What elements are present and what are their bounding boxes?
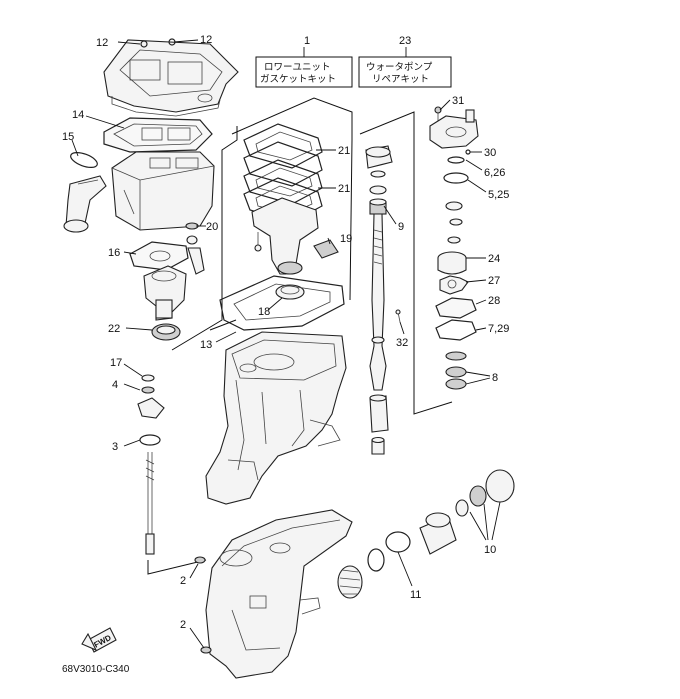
- gear-11: [337, 531, 411, 599]
- callout-7-29: 7,29: [488, 323, 509, 335]
- callout-12-left: 12: [96, 37, 108, 49]
- water-tube: [187, 247, 205, 275]
- callout-8: 8: [492, 372, 498, 384]
- gasket-14: [103, 117, 213, 153]
- gasket-stack: [243, 141, 323, 205]
- bearing-housing: [419, 512, 457, 555]
- gasket-7-29: [435, 319, 477, 341]
- callout-16: 16: [108, 247, 120, 259]
- callout-24: 24: [488, 253, 500, 265]
- bolt-20: [185, 222, 199, 245]
- extension-pipe: [143, 265, 187, 321]
- callout-2-lower: 2: [180, 619, 186, 631]
- callout-4: 4: [112, 379, 118, 391]
- callout-13: 13: [200, 339, 212, 351]
- bushing-4: [141, 386, 155, 394]
- callout-9: 9: [398, 221, 404, 233]
- seals-8: [445, 351, 467, 390]
- kit-line1: ロワーユニット: [264, 62, 331, 73]
- gasket-kit-label: 1 ロワーユニット ガスケットキット: [255, 35, 353, 88]
- drive-shaft-parts: [365, 145, 393, 455]
- callout-3: 3: [112, 441, 118, 453]
- mount-housing: [251, 197, 319, 275]
- callout-19: 19: [340, 233, 352, 245]
- callout-30: 30: [484, 147, 496, 159]
- callout-22: 22: [108, 323, 120, 335]
- callout-15: 15: [62, 131, 74, 143]
- callout-14: 14: [72, 109, 84, 121]
- exhaust-guide-plate: [103, 38, 239, 117]
- callout-20: 20: [206, 221, 218, 233]
- callout-11: 11: [410, 589, 421, 601]
- kit-line1: ウォータポンプ: [366, 62, 433, 73]
- diagram-code: 68V3010-C340: [62, 664, 130, 675]
- shift-rod-assembly: [137, 397, 165, 555]
- oil-pan: [111, 151, 215, 231]
- plate-28: [435, 297, 477, 319]
- impeller-27: [439, 275, 469, 295]
- gasket-16: [129, 241, 189, 271]
- callout-28: 28: [488, 295, 500, 307]
- callout-12-right: 12: [200, 34, 212, 46]
- strainer: [63, 175, 107, 233]
- water-pump-kit-label: 23 ウォータポンプ リペアキット: [358, 35, 452, 88]
- callout-21-upper: 21: [338, 145, 350, 157]
- upper-case: [205, 331, 347, 505]
- pin-32: [395, 309, 401, 323]
- fwd-arrow: FWD: [81, 627, 117, 653]
- kit-number-23: 23: [399, 35, 411, 47]
- callout-31: 31: [452, 95, 464, 107]
- seal-22: [151, 323, 181, 341]
- seal-15: [70, 152, 98, 168]
- kit-line2: リペアキット: [372, 74, 429, 85]
- callout-18: 18: [258, 306, 270, 318]
- callout-27: 27: [488, 275, 500, 287]
- callout-17: 17: [110, 357, 122, 369]
- impeller-cup-24: [437, 251, 467, 275]
- lower-case: [205, 509, 353, 679]
- callout-5-25: 5,25: [488, 189, 509, 201]
- part-19: [313, 239, 339, 259]
- callouts: 12 12 14 15 20 16 22 21 21 19 18 13 9 32…: [62, 34, 509, 631]
- callout-2-upper: 2: [180, 575, 186, 587]
- seals-10: [455, 469, 515, 517]
- kit-number-1: 1: [304, 35, 310, 47]
- leader-lines: [71, 39, 501, 649]
- pump-seals: [443, 149, 471, 184]
- callout-21-lower: 21: [338, 183, 350, 195]
- plug-17: [141, 374, 155, 382]
- gasket-13: [219, 275, 345, 331]
- bolt-2-upper: [194, 556, 206, 564]
- pump-insert: [445, 201, 463, 244]
- water-pump-housing-31: [429, 106, 479, 149]
- callout-32: 32: [396, 337, 408, 349]
- callout-6-26: 6,26: [484, 167, 505, 179]
- seal-18: [275, 284, 305, 300]
- kit-line2: ガスケットキット: [260, 74, 336, 85]
- gasket-21-lower: [243, 177, 323, 223]
- bolt-2-lower: [200, 646, 212, 654]
- callout-10: 10: [484, 544, 496, 556]
